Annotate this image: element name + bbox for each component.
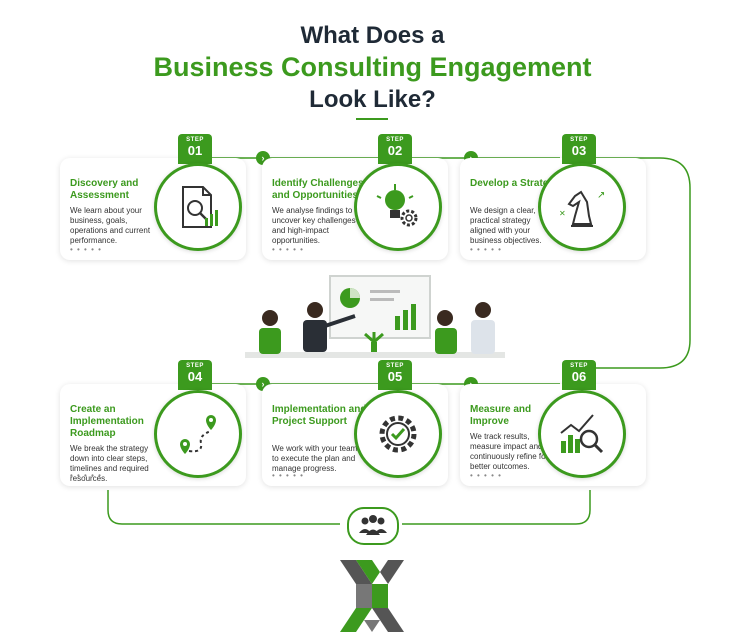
step-desc: We design a clear, practical strategy al… [470, 206, 542, 245]
step-badge-04: STEP 04 [178, 360, 212, 390]
step-number: 03 [571, 143, 587, 158]
step-desc: We break the strategy down into clear st… [70, 444, 149, 483]
step-label: STEP [570, 137, 588, 143]
dots-decoration: • • • • • [272, 471, 304, 480]
svg-text:✕: ✕ [559, 209, 566, 218]
step-label: STEP [186, 137, 204, 143]
step-label: STEP [386, 137, 404, 143]
dots-decoration: • • • • • [272, 245, 304, 254]
step-label: STEP [570, 363, 588, 369]
step-title: Identify Challenges and Opportunities [272, 178, 364, 201]
step-title: Discovery and Assessment [70, 178, 139, 201]
dots-decoration: • • • • • [70, 471, 102, 480]
x-logo [340, 560, 404, 632]
step-circle-05 [354, 390, 442, 478]
svg-text:↗: ↗ [597, 190, 605, 201]
step-title: Measure and Improve [470, 404, 532, 427]
route-pins-icon [180, 415, 216, 454]
step-circle-02 [354, 163, 442, 251]
step-badge-01: STEP 01 [178, 134, 212, 164]
chart-magnifier-icon [560, 414, 604, 454]
dots-decoration: • • • • • [470, 245, 502, 254]
dots-decoration: • • • • • [470, 471, 502, 480]
step-circle-06 [538, 390, 626, 478]
step-circle-03: ↗ ✕ [538, 163, 626, 251]
step-badge-05: STEP 05 [378, 360, 412, 390]
step-label: STEP [386, 363, 404, 369]
gear-check-icon [379, 415, 417, 453]
step-label: STEP [186, 363, 204, 369]
step-title: Create an Implementation Roadmap [70, 404, 144, 439]
title-line-2: Business Consulting Engagement [153, 52, 592, 82]
step-number: 01 [187, 143, 203, 158]
step-desc: We work with your team to execute the pl… [272, 444, 358, 473]
step-circle-04 [154, 390, 242, 478]
step-title: Develop a Strategy [470, 178, 561, 189]
step-desc: We track results, measure impact and con… [470, 432, 549, 471]
step-number: 06 [571, 369, 587, 384]
title-line-1: What Does a [300, 22, 445, 49]
step-number: 04 [187, 369, 203, 384]
chess-knight-icon: ↗ ✕ [559, 190, 605, 227]
step-badge-06: STEP 06 [562, 360, 596, 390]
document-search-icon [182, 186, 218, 228]
step-badge-02: STEP 02 [378, 134, 412, 164]
step-number: 05 [387, 369, 403, 384]
title-underline [356, 118, 388, 120]
title-line-3: Look Like? [309, 86, 436, 113]
step-desc: We learn about your business, goals, ope… [70, 206, 151, 245]
step-number: 02 [387, 143, 403, 158]
lightbulb-gear-icon [376, 184, 418, 227]
step-circle-01 [154, 163, 242, 251]
team-presentation-illustration [245, 275, 505, 358]
step-desc: We analyse findings to uncover key chall… [272, 206, 356, 245]
step-badge-03: STEP 03 [562, 134, 596, 164]
dots-decoration: • • • • • [70, 245, 102, 254]
step-title: Implementation and Project Support [272, 404, 367, 427]
team-icon [347, 507, 399, 545]
